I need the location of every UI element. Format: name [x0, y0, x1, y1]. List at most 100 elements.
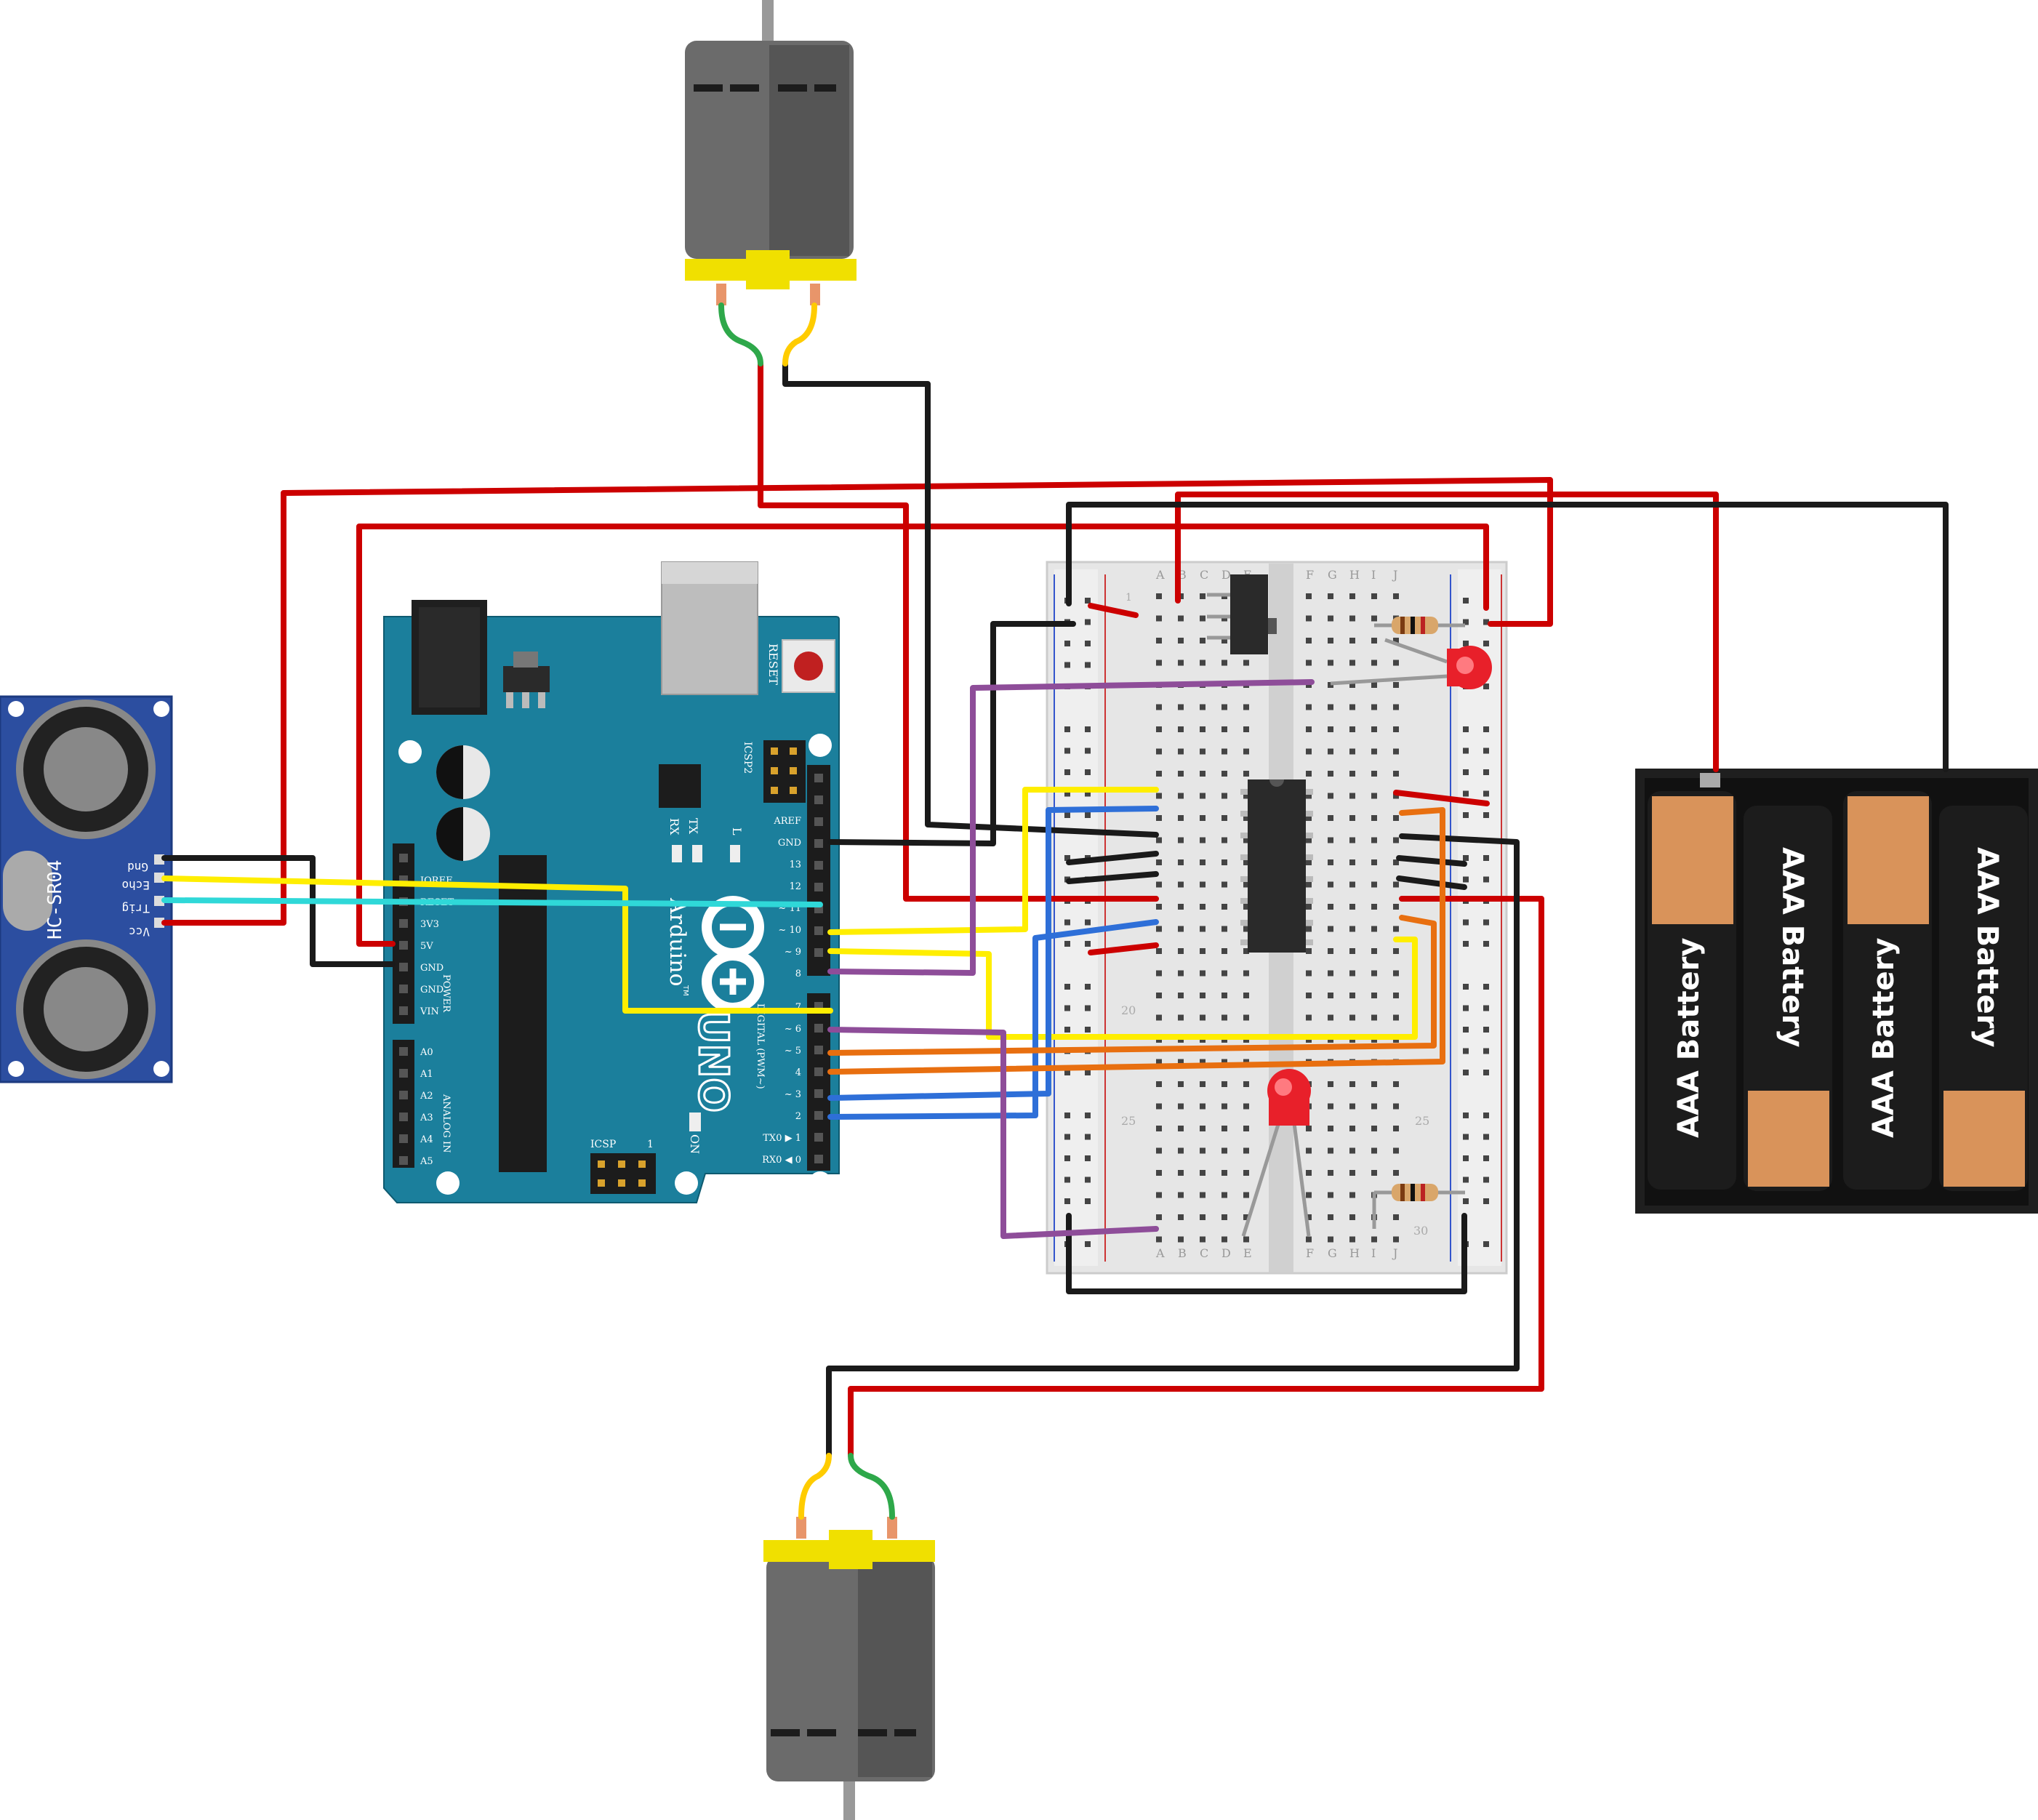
bb-row-25-right: 25: [1415, 1114, 1429, 1128]
wire-red-bb-2: [1393, 790, 1490, 806]
wire-yellow-motor-bottom: [798, 1453, 832, 1520]
bb-row-20: 20: [1121, 1003, 1136, 1017]
wire-black-bb-2: [1066, 871, 1159, 884]
arduino-power-pin-gnd2: GND: [420, 985, 444, 995]
bb-row-1: 1: [1126, 592, 1132, 604]
arduino-analog-pin-a0: A0: [420, 1047, 433, 1058]
wire-orange-pin4: [827, 807, 1445, 1075]
battery-cell-4-label: AAA Battery: [1970, 847, 2004, 1047]
sensor-pin-echo: Echo: [121, 878, 150, 892]
wire-black-bb-4: [1396, 875, 1467, 890]
hc-sr04-sensor: HC-SR04 Gnd Echo Trig Vcc: [0, 695, 173, 1083]
wire-black-sensor-gnd: [161, 855, 396, 967]
arduino-digital-label: DIGITAL (PWM~): [755, 1003, 766, 1089]
motor-driver-ic: [1240, 779, 1313, 953]
arduino-analog-pin-a3: A3: [420, 1113, 433, 1123]
arduino-pin-aref: AREF: [773, 816, 801, 827]
bb-col-d: D: [1221, 568, 1231, 582]
arduino-pin-13: 13: [789, 859, 801, 870]
battery-cell-2-label: AAA Battery: [1776, 847, 1809, 1047]
bb-col-f: F: [1306, 568, 1314, 582]
bb-col-b-bottom: B: [1178, 1246, 1187, 1260]
bb-col-h-bottom: H: [1349, 1246, 1360, 1260]
dc-motor-bottom: [763, 1517, 935, 1820]
wire-cyan-sensor-trig: [161, 897, 823, 907]
resistor-top: [1374, 617, 1465, 634]
arduino-pin-gnd: GND: [778, 838, 801, 849]
bb-col-j: J: [1392, 568, 1397, 582]
bb-col-a: A: [1155, 568, 1165, 582]
bb-col-g-bottom: G: [1328, 1246, 1337, 1260]
arduino-power-pin-5v: 5V: [420, 941, 433, 952]
arduino-pin-1: TX0 ▶ 1: [763, 1133, 801, 1144]
arduino-pin-2: 2: [795, 1111, 801, 1122]
arduino-analog-pin-a5: A5: [420, 1156, 433, 1167]
battery-cell-1: AAA Battery: [1648, 791, 1736, 1190]
arduino-l-label: L: [730, 827, 744, 835]
wire-black-battery: [1066, 502, 1949, 772]
wire-orange-pin5: [827, 915, 1437, 1056]
bb-col-c: C: [1200, 568, 1208, 582]
wires: [161, 302, 1949, 1520]
wire-yellow-motor-top: [782, 302, 817, 366]
battery-cell-3-label: AAA Battery: [1867, 938, 1901, 1138]
wire-yellow-pin10: [827, 787, 1159, 935]
wire-black-bb-3: [1396, 855, 1467, 867]
arduino-pin-10: ~ 10: [778, 925, 801, 936]
arduino-pin-3: ~ 3: [785, 1089, 801, 1100]
wire-red-motor-top: [758, 361, 1159, 902]
arduino-pin-12: 12: [789, 881, 801, 892]
battery-cell-2: AAA Battery: [1744, 806, 1832, 1191]
breadboard-row-numbers: 1 20 25 25 30: [1121, 592, 1429, 1238]
wire-black-motor-bottom: [826, 833, 1520, 1459]
resistor-bottom: [1372, 1184, 1465, 1229]
wire-red-sensor-vcc: [161, 477, 1553, 926]
led-top-right: [1330, 638, 1492, 689]
wire-purple-pin6: [827, 1027, 1159, 1239]
wire-blue-pin2: [827, 919, 1159, 1120]
wire-red-bb-top-rail: [1088, 603, 1139, 618]
bb-col-g: G: [1328, 568, 1337, 582]
arduino-reset-label: RESET: [766, 644, 780, 685]
wire-purple-pin8: [827, 679, 1315, 976]
sensor-pin-trig: Trig: [121, 902, 150, 915]
arduino-icsp-label: ICSP: [590, 1139, 616, 1150]
bb-col-c-bottom: C: [1200, 1246, 1208, 1260]
wire-yellow-pin9: [827, 937, 1418, 1040]
battery-cell-1-label: AAA Battery: [1672, 938, 1706, 1138]
arduino-on-label: ON: [688, 1134, 702, 1154]
arduino-pin-6: ~ 6: [785, 1024, 801, 1035]
bb-col-b: B: [1178, 568, 1187, 582]
sensor-pin-gnd: Gnd: [127, 860, 148, 874]
bb-col-i-bottom: I: [1371, 1246, 1376, 1260]
arduino-rx-label: RX: [667, 818, 681, 835]
bb-col-h: H: [1349, 568, 1360, 582]
arduino-tx-label: TX: [686, 818, 700, 835]
bb-row-25: 25: [1121, 1114, 1136, 1128]
wire-black-bb-1: [1066, 851, 1159, 865]
breadboard-column-labels-bottom: A B C D E F G H I J: [1155, 1246, 1397, 1260]
bb-row-30: 30: [1413, 1224, 1428, 1238]
arduino-power-label: POWER: [441, 974, 452, 1013]
bb-col-e-bottom: E: [1243, 1246, 1252, 1260]
arduino-pin-8: 8: [795, 969, 801, 979]
arduino-pin-9: ~ 9: [785, 947, 801, 958]
arduino-analog-pin-a1: A1: [420, 1069, 433, 1080]
wire-red-to-switch: [1175, 492, 1719, 772]
arduino-pin-7: 7: [795, 1002, 801, 1013]
arduino-analog-pin-a2: A2: [420, 1091, 433, 1102]
slide-switch: [1207, 574, 1277, 654]
sensor-model-label: HC-SR04: [44, 859, 66, 939]
arduino-pin-4: 4: [795, 1067, 801, 1078]
sensor-pin-vcc: Vcc: [129, 925, 150, 939]
dc-motor-top: [685, 0, 856, 305]
bb-col-d-bottom: D: [1221, 1246, 1231, 1260]
arduino-pin-0: RX0 ◀ 0: [762, 1155, 801, 1166]
arduino-power-pin-vin: VIN: [420, 1006, 439, 1017]
bb-col-j-bottom: J: [1392, 1246, 1397, 1260]
arduino-analog-pin-a4: A4: [420, 1134, 433, 1145]
arduino-icsp2-label: ICSP2: [742, 742, 753, 774]
arduino-analog-label: ANALOG IN: [441, 1094, 452, 1152]
wire-yellow-sensor-echo: [161, 875, 833, 1014]
